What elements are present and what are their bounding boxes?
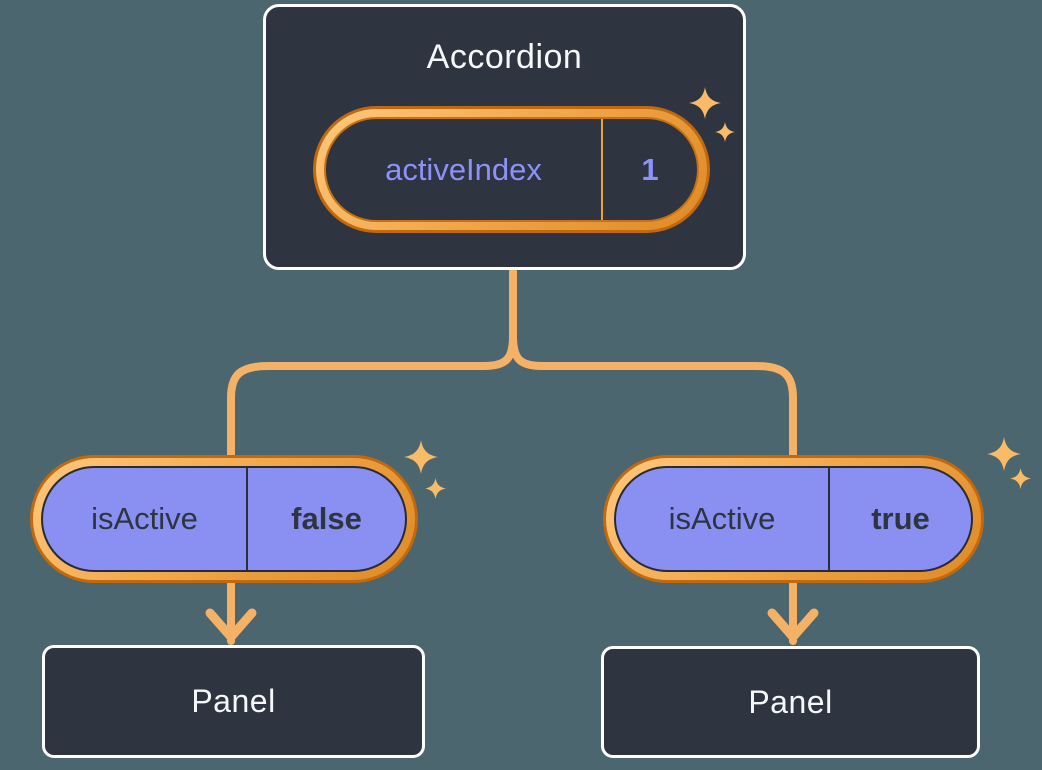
panel-card-right: Panel — [601, 646, 980, 758]
accordion-card: Accordion activeIndex 1 — [263, 4, 746, 270]
panel-title: Panel — [748, 683, 833, 720]
state-pill-left: isActive false — [41, 466, 407, 572]
state-pill-value: 1 — [641, 151, 659, 187]
pill-divider — [601, 119, 603, 220]
state-pill-right: isActive true — [614, 466, 973, 572]
pill-divider — [246, 468, 248, 570]
state-pill-ring-accordion: activeIndex 1 — [313, 106, 710, 233]
state-pill-value: true — [871, 501, 930, 536]
state-pill-ring-right: isActive true — [603, 455, 984, 583]
sparkle-icon — [425, 478, 446, 499]
sparkle-icon — [689, 87, 721, 119]
arrowhead-right-icon — [767, 608, 819, 644]
state-pill-label: isActive — [91, 501, 198, 536]
arrowhead-left-icon — [205, 608, 257, 644]
sparkle-icon — [715, 122, 735, 142]
state-pill-label: activeIndex — [385, 151, 542, 187]
sparkle-icon — [404, 440, 438, 474]
state-pill-ring-left: isActive false — [30, 455, 418, 583]
accordion-title: Accordion — [426, 38, 583, 76]
state-pill-value: false — [291, 501, 362, 536]
state-pill-label: isActive — [668, 501, 776, 536]
pill-divider — [828, 468, 830, 570]
panel-card-left: Panel — [42, 645, 425, 758]
connector-right-branch — [509, 268, 797, 645]
state-pill-accordion: activeIndex 1 — [324, 117, 699, 222]
panel-title: Panel — [191, 683, 276, 719]
sparkle-icon — [1010, 468, 1031, 489]
sparkle-icon — [987, 437, 1021, 471]
